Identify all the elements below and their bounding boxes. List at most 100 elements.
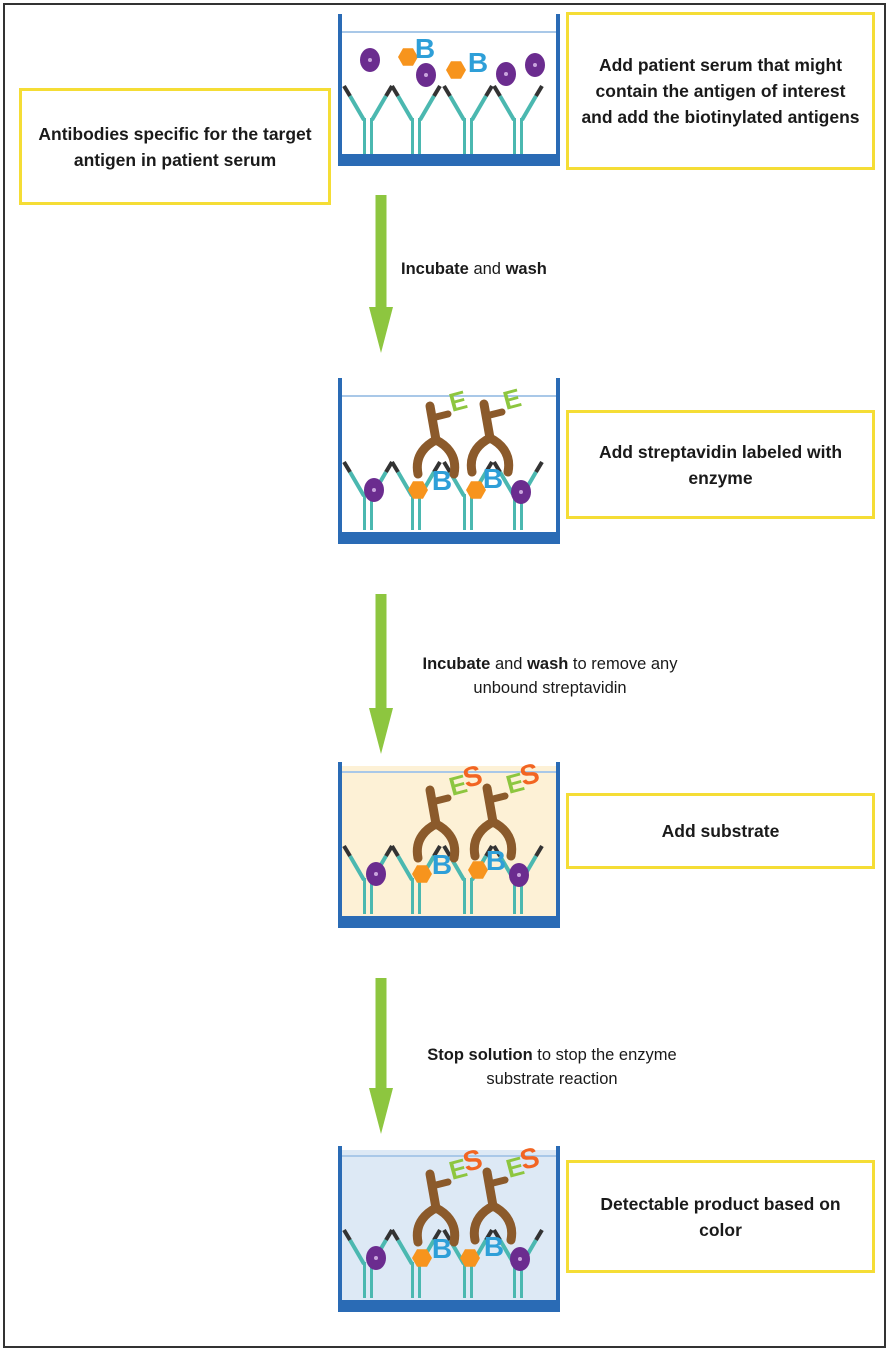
step2-bold-incubate: Incubate [422, 655, 491, 673]
biotinylated-antigen [460, 1249, 480, 1267]
step1-bold-wash: wash [505, 260, 547, 278]
antigen-core [372, 488, 376, 492]
well-wall-left [338, 378, 342, 544]
step-arrow-1 [369, 195, 393, 353]
antibodies-box: Antibodies specific for the target antig… [19, 88, 331, 205]
antibody-stem [520, 1262, 523, 1298]
well-floor [338, 154, 560, 166]
antibody-stem [418, 118, 421, 154]
biotin-label: B [484, 1231, 504, 1262]
antibody-stem [463, 118, 466, 154]
add-substrate-box: Add substrate [566, 793, 875, 869]
streptavidin-neck [425, 785, 441, 829]
well-wall-right [556, 762, 560, 928]
biotin-label: B [415, 33, 435, 64]
antibody-tip [492, 460, 502, 474]
capture-antibody [492, 84, 544, 154]
streptavidin-branch [428, 794, 452, 806]
biotinylated-antigen [398, 48, 418, 66]
biotin-label: B [468, 47, 488, 78]
streptavidin-branch [428, 1178, 452, 1190]
antibody-tip [534, 1228, 544, 1242]
streptavidin-branch [428, 410, 452, 422]
antibody-tip [342, 84, 352, 98]
antibody-tip [432, 460, 442, 474]
step1-mid: and [468, 260, 506, 278]
antibody-tip [342, 1228, 352, 1242]
antibody-arm [348, 470, 366, 498]
streptavidin-branch [485, 792, 509, 804]
antigen-core [424, 73, 428, 77]
antibody-stem [470, 118, 473, 154]
antibody-stem [418, 494, 421, 530]
antibody-stem [418, 878, 421, 914]
well-floor [338, 1300, 560, 1312]
step3-rest: to stop the enzyme substrate reaction [486, 1046, 677, 1088]
biotinylated-antigen [412, 865, 432, 883]
antibody-tip [342, 844, 352, 858]
antibody-arm [498, 94, 516, 122]
antigen-core [533, 63, 537, 67]
antibody-arm [470, 94, 488, 122]
streptavidin-neck [425, 1169, 441, 1213]
step2-bold-wash: wash [527, 655, 569, 673]
antigen-core [368, 58, 372, 62]
antibody-tip [492, 84, 502, 98]
streptavidin-enzyme: ES [469, 762, 543, 861]
antibody-tip [442, 844, 452, 858]
antibody-stem [411, 494, 414, 530]
antibody-stem [370, 878, 373, 914]
antibody-stem [370, 494, 373, 530]
step2-mid: and [490, 655, 528, 673]
antibody-arm [396, 854, 414, 882]
detectable-label: Detectable product based on color [600, 1193, 841, 1240]
antigen-core [517, 873, 521, 877]
biotinylated-antigen [412, 1249, 432, 1267]
antibody-arm [348, 854, 366, 882]
antigen-core [374, 1256, 378, 1260]
antibody-tip [390, 844, 400, 858]
antibody-stem [411, 1262, 414, 1298]
add-substrate-label: Add substrate [661, 821, 780, 841]
antibody-tip [484, 1228, 494, 1242]
biotin-label: B [432, 1233, 452, 1264]
antibody-tip [484, 844, 494, 858]
antigen-core [504, 72, 508, 76]
antibody-tip [432, 84, 442, 98]
add-serum-label: Add patient serum that might contain the… [581, 55, 860, 127]
step-label-3: Stop solution to stop the enzyme substra… [402, 1043, 702, 1091]
streptavidin-neck [482, 1167, 498, 1211]
detectable-box: Detectable product based on color [566, 1160, 875, 1273]
antibody-stem [513, 118, 516, 154]
well-floor [338, 532, 560, 544]
well-wall-left [338, 1146, 342, 1312]
antibody-arm [520, 94, 538, 122]
biotinylated-antigen [468, 861, 488, 879]
capture-antibody [442, 84, 494, 154]
antibody-tip [534, 460, 544, 474]
antibody-stem [463, 1262, 466, 1298]
biotinylated-antigen [408, 481, 428, 499]
antibody-stem [411, 878, 414, 914]
antibody-stem [513, 878, 516, 914]
antibody-stem [463, 494, 466, 530]
step3-bold-stop-solution: Stop solution [427, 1046, 533, 1064]
biotin-label: B [483, 463, 503, 494]
streptavidin-branch [482, 408, 506, 420]
antibody-stem [520, 878, 523, 914]
biotinylated-antigen [446, 61, 466, 79]
biotinylated-antigen [466, 481, 486, 499]
streptavidin-enzyme: ES [412, 1146, 486, 1247]
antibody-tip [432, 844, 442, 858]
antibody-stem [370, 1262, 373, 1298]
well-wall-right [556, 14, 560, 166]
step-arrow-2 [369, 594, 393, 754]
antigen-core [518, 1257, 522, 1261]
step2-rest: to remove any unbound streptavidin [473, 655, 678, 697]
antibody-tip [432, 1228, 442, 1242]
antibody-stem [363, 494, 366, 530]
add-streptavidin-box: Add streptavidin labeled with enzyme [566, 410, 875, 519]
